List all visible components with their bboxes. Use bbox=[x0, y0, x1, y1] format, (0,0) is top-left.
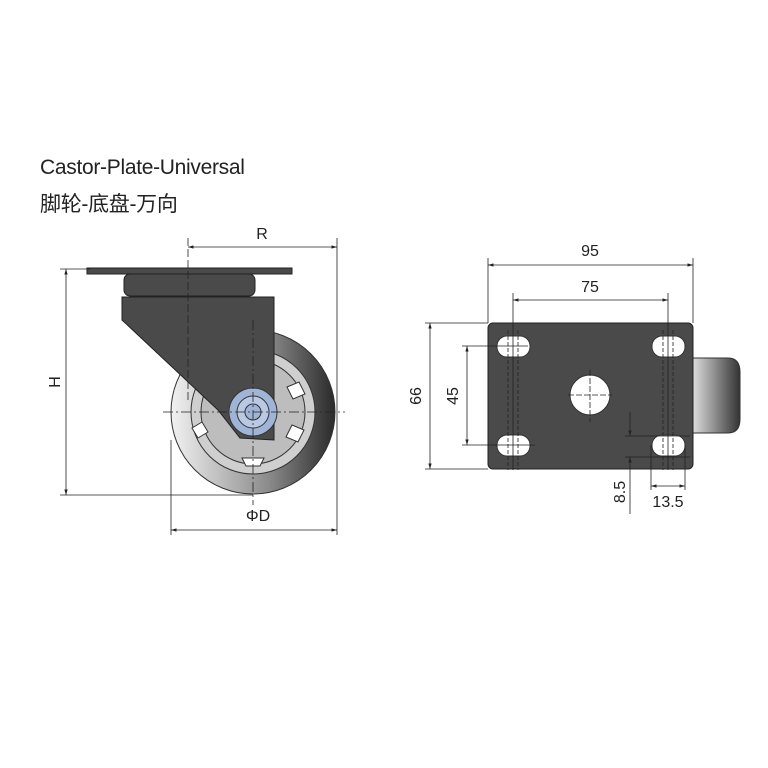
label-slot-length: 13.5 bbox=[652, 494, 683, 511]
title-english: Castor-Plate-Universal bbox=[40, 156, 245, 179]
label-hole-spacing-y: 45 bbox=[445, 387, 462, 405]
label-h: H bbox=[47, 376, 64, 388]
label-diameter: ΦD bbox=[246, 508, 270, 525]
label-plate-height: 66 bbox=[408, 387, 425, 405]
mounting-slots bbox=[496, 335, 686, 457]
wheel-peek bbox=[692, 357, 741, 434]
label-plate-width: 95 bbox=[581, 243, 599, 260]
top-view: 95 75 66 45 8.5 13.5 bbox=[408, 243, 741, 514]
side-view: R H ΦD bbox=[47, 226, 345, 535]
title-chinese: 脚轮-底盘-万向 bbox=[40, 193, 178, 216]
label-hole-spacing-x: 75 bbox=[581, 279, 599, 296]
label-slot-width: 8.5 bbox=[612, 481, 629, 503]
label-r: R bbox=[256, 226, 268, 243]
